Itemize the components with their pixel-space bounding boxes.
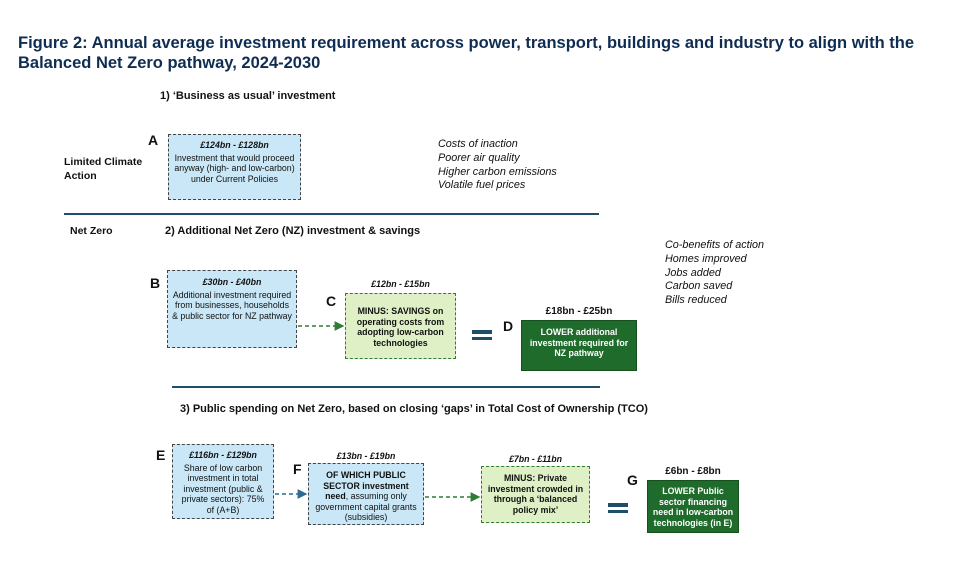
- equals-sign: [472, 330, 492, 343]
- section-3-heading: 3) Public spending on Net Zero, based on…: [180, 403, 648, 415]
- box-d: LOWER additional investment required for…: [521, 320, 637, 371]
- equals-sign: [608, 503, 628, 516]
- box-f-text-rest: , assuming only government capital grant…: [315, 491, 417, 523]
- box-f-text-bold: OF WHICH PUBLIC SECTOR investment need: [323, 470, 409, 502]
- box-c-letter: C: [326, 293, 337, 309]
- box-f: OF WHICH PUBLIC SECTOR investment need, …: [308, 463, 424, 525]
- box-h: MINUS: Private investment crowded in thr…: [481, 466, 590, 523]
- box-c-amount: £12bn - £15bn: [371, 279, 430, 289]
- box-a: £124bn - £128bn Investment that would pr…: [168, 134, 301, 200]
- costs-of-inaction: Costs of inaction Poorer air quality Hig…: [438, 138, 557, 193]
- box-d-letter: D: [503, 318, 514, 334]
- cobenefits-heading: Co-benefits of action: [665, 239, 765, 251]
- box-g-letter: G: [627, 472, 638, 488]
- box-e: £116bn - £129bn Share of low carbon inve…: [172, 444, 274, 519]
- box-h-text: MINUS: Private investment crowded in thr…: [487, 473, 584, 515]
- row-label-limited: Limited Climate Action: [64, 156, 143, 182]
- box-a-text: Investment that would proceed anyway (hi…: [174, 152, 295, 184]
- box-g-text: LOWER Public sector financing need in lo…: [652, 486, 734, 528]
- cobenefit-item: Bills reduced: [665, 294, 727, 307]
- box-e-letter: E: [156, 447, 166, 463]
- cost-item: Volatile fuel prices: [438, 179, 526, 192]
- box-g-amount: £6bn - £8bn: [665, 466, 721, 477]
- box-a-amount: £124bn - £128bn: [200, 140, 269, 150]
- cobenefit-item: Homes improved: [665, 252, 747, 265]
- box-b-amount: £30bn - £40bn: [202, 277, 262, 287]
- box-f-amount: £13bn - £19bn: [336, 451, 396, 461]
- box-b: £30bn - £40bn Additional investment requ…: [167, 270, 297, 348]
- co-benefits: Co-benefits of action Homes improved Job…: [665, 239, 764, 308]
- box-h-amount: £7bn - £11bn: [508, 454, 563, 464]
- box-b-letter: B: [150, 275, 161, 291]
- cobenefit-item: Jobs added: [665, 266, 721, 279]
- box-e-text: Share of low carbon investment in total …: [181, 462, 265, 515]
- cobenefit-item: Carbon saved: [665, 280, 733, 293]
- section-2-heading: 2) Additional Net Zero (NZ) investment &…: [165, 225, 421, 237]
- box-d-amount: £18bn - £25bn: [545, 306, 613, 317]
- figure-title: Figure 2: Annual average investment requ…: [18, 34, 915, 72]
- box-c-text: MINUS: SAVINGS on operating costs from a…: [356, 306, 445, 348]
- box-b-text: Additional investment required from busi…: [172, 289, 292, 321]
- section-1-heading: 1) ‘Business as usual’ investment: [160, 90, 336, 102]
- row-label-netzero: Net Zero: [70, 225, 113, 237]
- box-g: LOWER Public sector financing need in lo…: [647, 480, 739, 533]
- divider-line: [64, 213, 599, 215]
- box-f-letter: F: [293, 461, 302, 477]
- box-c: MINUS: SAVINGS on operating costs from a…: [345, 293, 456, 359]
- cost-item: Higher carbon emissions: [438, 165, 557, 178]
- costs-heading: Costs of inaction: [438, 138, 518, 150]
- box-a-letter: A: [148, 132, 159, 148]
- cost-item: Poorer air quality: [438, 151, 520, 164]
- box-d-text: LOWER additional investment required for…: [529, 327, 629, 359]
- box-e-amount: £116bn - £129bn: [189, 450, 257, 460]
- divider-line: [172, 386, 600, 388]
